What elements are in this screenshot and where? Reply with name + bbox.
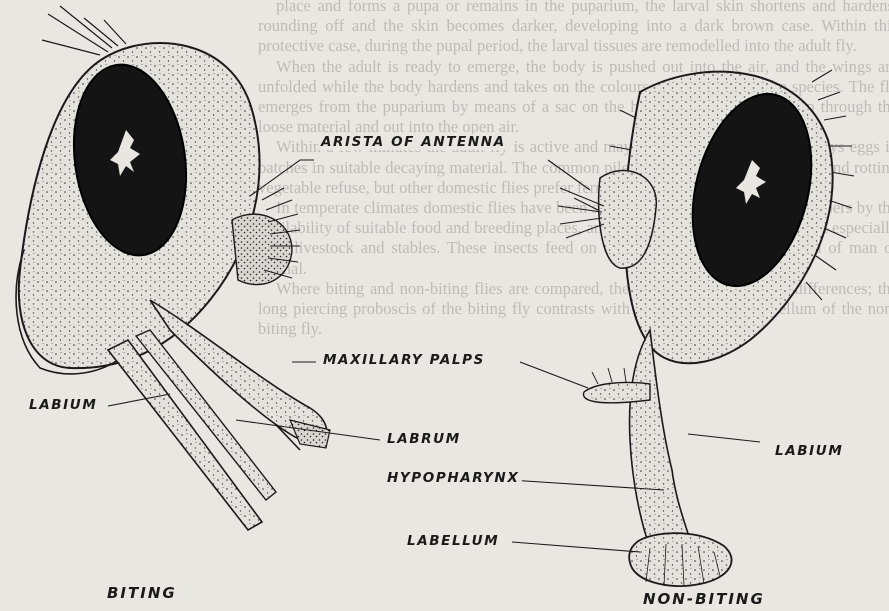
label-labellum: LABELLUM: [404, 533, 502, 549]
head-bristles: [42, 6, 126, 55]
caption-non-biting: NON-BITING: [640, 590, 768, 608]
label-labium-left: LABIUM: [26, 397, 100, 413]
label-labium-right: LABIUM: [772, 443, 846, 459]
biting-antenna: [232, 214, 292, 284]
non-biting-arista: [558, 188, 604, 238]
label-maxillary-palps: MAXILLARY PALPS: [320, 352, 488, 368]
non-biting-fly-head: [558, 70, 854, 586]
biting-fly-head: [16, 6, 330, 530]
label-labrum: LABRUM: [384, 431, 464, 447]
label-hypopharynx: HYPOPHARYNX: [384, 470, 522, 486]
caption-biting: BITING: [104, 584, 180, 602]
label-arista-of-antenna: ARISTA OF ANTENNA: [318, 134, 509, 150]
